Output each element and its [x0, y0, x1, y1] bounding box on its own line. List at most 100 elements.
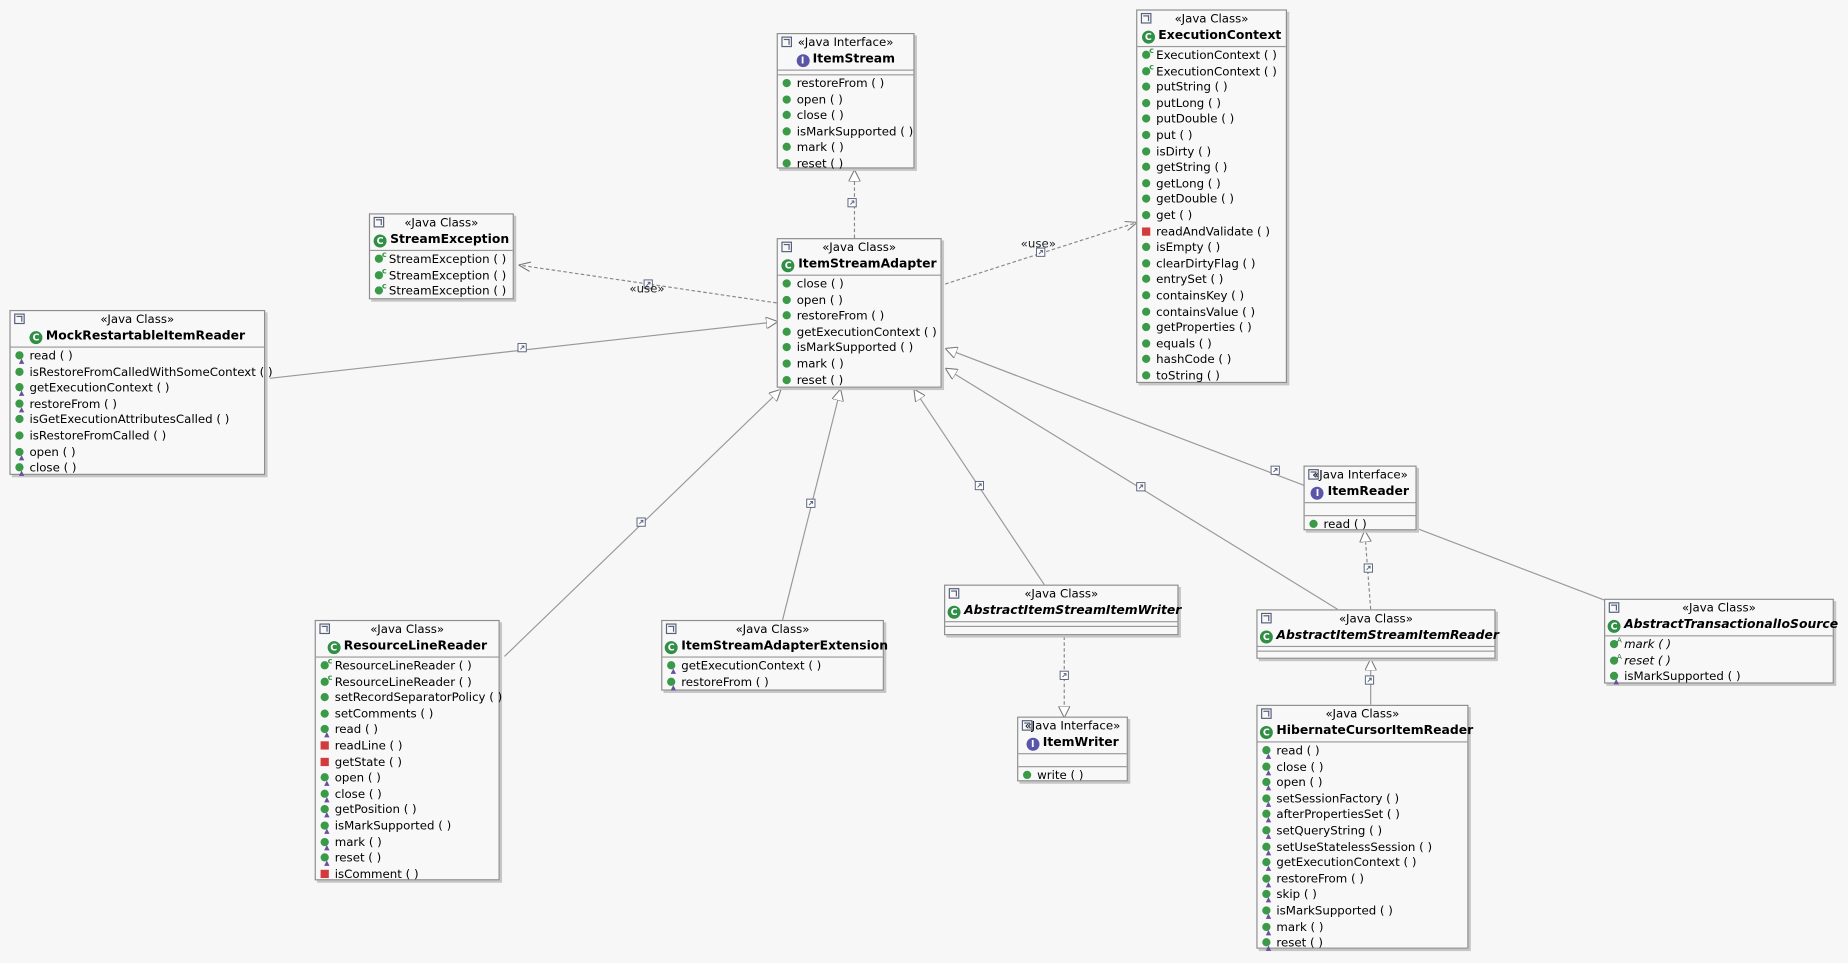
- operation-item[interactable]: skip ( ): [1262, 888, 1467, 909]
- operation-item[interactable]: readLine ( ): [320, 739, 499, 755]
- operation-item[interactable]: isDirty ( ): [1142, 144, 1286, 160]
- operation-item[interactable]: putString ( ): [1142, 80, 1286, 96]
- operation-item[interactable]: write ( ): [1022, 768, 1127, 784]
- operation-item[interactable]: putDouble ( ): [1142, 112, 1286, 128]
- operation-item[interactable]: close ( ): [320, 787, 499, 808]
- operation-item[interactable]: toString ( ): [1142, 369, 1286, 385]
- operation-item[interactable]: containsValue ( ): [1142, 305, 1286, 321]
- operation-item[interactable]: getExecutionContext ( ): [15, 381, 264, 402]
- operation-item[interactable]: close ( ): [1262, 760, 1467, 780]
- operation-item[interactable]: mark ( ): [1262, 920, 1467, 941]
- operation-item[interactable]: getState ( ): [320, 755, 499, 771]
- operation-item[interactable]: reset ( ): [1609, 649, 1833, 670]
- operation-item[interactable]: ExecutionContext ( ): [1142, 60, 1286, 80]
- operation-item[interactable]: afterPropertiesSet ( ): [1262, 808, 1467, 828]
- operation-item[interactable]: open ( ): [782, 93, 914, 109]
- diagram-link-icon: [948, 588, 960, 599]
- public-method-icon: [782, 311, 791, 320]
- operation-item[interactable]: open ( ): [320, 771, 499, 792]
- private-method-icon: [320, 757, 329, 766]
- operation-item[interactable]: putLong ( ): [1142, 96, 1286, 112]
- operation-item[interactable]: StreamException ( ): [374, 280, 513, 300]
- operation-item[interactable]: isRestoreFromCalledWithSomeContext ( ): [15, 365, 273, 381]
- operation-item[interactable]: clearDirtyFlag ( ): [1142, 257, 1286, 273]
- operation-item[interactable]: StreamException ( ): [374, 247, 513, 268]
- operation-item[interactable]: getExecutionContext ( ): [667, 659, 883, 680]
- operation-item[interactable]: getLong ( ): [1142, 176, 1286, 192]
- operation-item[interactable]: restoreFrom ( ): [782, 77, 914, 93]
- operation-label: restoreFrom ( ): [796, 310, 885, 324]
- operation-item[interactable]: setSessionFactory ( ): [1262, 792, 1467, 812]
- operation-item[interactable]: getExecutionContext ( ): [782, 325, 941, 341]
- operation-item[interactable]: reset ( ): [782, 157, 914, 173]
- operation-item[interactable]: setComments ( ): [320, 707, 499, 723]
- operation-item[interactable]: getProperties ( ): [1142, 321, 1286, 337]
- operation-item[interactable]: mark ( ): [320, 835, 499, 856]
- operation-item[interactable]: reset ( ): [782, 373, 941, 389]
- operation-item[interactable]: reset ( ): [320, 851, 499, 872]
- operation-item[interactable]: read ( ): [320, 723, 499, 744]
- operation-item[interactable]: isMarkSupported ( ): [782, 125, 914, 141]
- operation-item[interactable]: isEmpty ( ): [1142, 241, 1286, 257]
- public-method-icon: [782, 159, 791, 168]
- operation-item[interactable]: isRestoreFromCalled ( ): [15, 429, 264, 445]
- operation-item[interactable]: setQueryString ( ): [1262, 824, 1467, 845]
- operation-item[interactable]: mark ( ): [782, 141, 914, 157]
- operation-item[interactable]: isComment ( ): [320, 867, 499, 883]
- operation-item[interactable]: ResourceLineReader ( ): [320, 654, 499, 675]
- operation-item[interactable]: ResourceLineReader ( ): [320, 670, 499, 691]
- operation-item[interactable]: entrySet ( ): [1142, 273, 1286, 289]
- operation-item[interactable]: getPosition ( ): [320, 803, 499, 824]
- operation-item[interactable]: read ( ): [1262, 744, 1467, 764]
- operation-label: open ( ): [796, 93, 843, 107]
- operation-item[interactable]: restoreFrom ( ): [15, 397, 264, 418]
- operation-item[interactable]: hashCode ( ): [1142, 353, 1286, 369]
- operation-item[interactable]: restoreFrom ( ): [782, 309, 941, 325]
- operation-item[interactable]: close ( ): [15, 461, 264, 482]
- operation-item[interactable]: ExecutionContext ( ): [1142, 44, 1286, 64]
- operation-item[interactable]: isMarkSupported ( ): [782, 341, 941, 357]
- operation-item[interactable]: readAndValidate ( ): [1142, 225, 1286, 241]
- operation-item[interactable]: mark ( ): [782, 357, 941, 373]
- operation-item[interactable]: restoreFrom ( ): [1262, 872, 1467, 893]
- operation-item[interactable]: open ( ): [782, 293, 941, 309]
- operation-item[interactable]: getString ( ): [1142, 160, 1286, 176]
- operation-item[interactable]: restoreFrom ( ): [667, 675, 883, 696]
- operation-item[interactable]: containsKey ( ): [1142, 289, 1286, 305]
- operation-item[interactable]: isMarkSupported ( ): [1609, 670, 1833, 690]
- operation-item[interactable]: mark ( ): [1609, 633, 1833, 654]
- operation-item[interactable]: open ( ): [1262, 776, 1467, 796]
- operation-item[interactable]: get ( ): [1142, 209, 1286, 225]
- operation-item[interactable]: getExecutionContext ( ): [1262, 856, 1467, 877]
- operation-item[interactable]: StreamException ( ): [374, 264, 513, 284]
- operation-item[interactable]: getDouble ( ): [1142, 193, 1286, 209]
- operation-item[interactable]: isGetExecutionAttributesCalled ( ): [15, 413, 264, 429]
- operation-item[interactable]: isMarkSupported ( ): [1262, 904, 1467, 925]
- operation-item[interactable]: read ( ): [1309, 517, 1415, 533]
- operation-item[interactable]: close ( ): [782, 277, 941, 293]
- operation-item[interactable]: reset ( ): [1262, 936, 1467, 957]
- operation-item[interactable]: setUseStatelessSession ( ): [1262, 840, 1467, 861]
- operation-item[interactable]: setRecordSeparatorPolicy ( ): [320, 691, 502, 707]
- public-method-icon: [1142, 194, 1151, 204]
- operation-item[interactable]: open ( ): [15, 445, 264, 466]
- operation-item[interactable]: close ( ): [782, 109, 914, 125]
- operation-item[interactable]: equals ( ): [1142, 337, 1286, 353]
- operation-item[interactable]: read ( ): [15, 349, 264, 370]
- operation-item[interactable]: isMarkSupported ( ): [320, 819, 499, 840]
- operation-item[interactable]: put ( ): [1142, 128, 1286, 144]
